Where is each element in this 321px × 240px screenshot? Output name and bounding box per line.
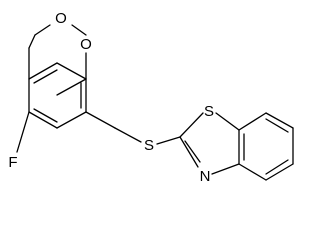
dioxine-ring [28, 24, 87, 80]
benzodioxine-benzene-ring [28, 62, 87, 129]
fluoro-bond [16, 111, 30, 153]
nitrogen-label: N [200, 168, 211, 185]
methylene-thio-linker [85, 111, 181, 145]
benzothiazole-benzene-ring [238, 112, 294, 181]
oxygen-label-lower: O [55, 10, 67, 27]
sulfur-label-thiazole: S [204, 103, 214, 120]
fluorine-label: F [8, 154, 17, 171]
thiazole-ring [179, 112, 240, 175]
molecule-canvas: O O S S N F [8, 10, 294, 185]
sulfur-label-thioether: S [144, 137, 154, 154]
molecule-structure: O O S S N F [8, 10, 294, 185]
oxygen-label-upper: O [80, 36, 92, 53]
